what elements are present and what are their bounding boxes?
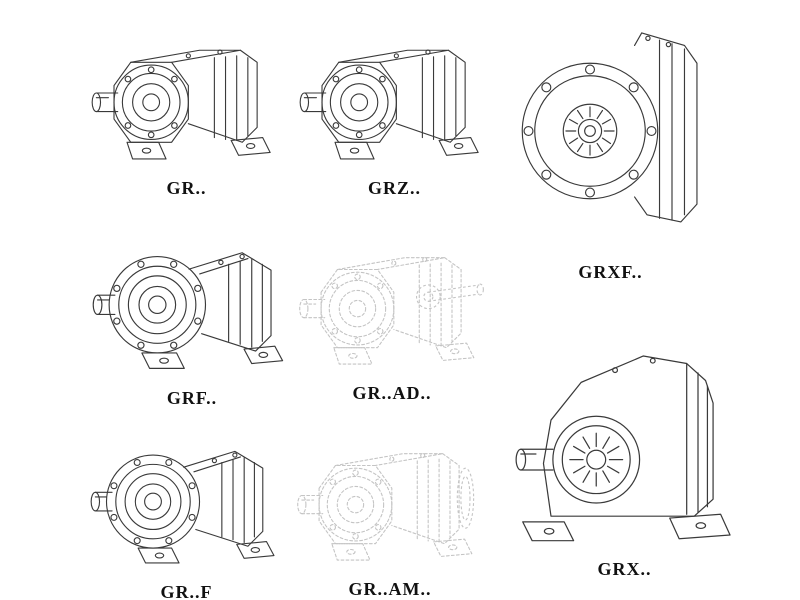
figure-grxf: GRXF.. — [508, 6, 713, 283]
product-label-gram: GR..AM.. — [348, 579, 432, 599]
figure-grx: GRX.. — [502, 322, 747, 580]
figure-grf: GRF.. — [86, 216, 298, 409]
gearbox-drawing-grz — [292, 14, 497, 172]
figure-gr: GR.. — [84, 14, 289, 199]
input-adapter-shaft — [416, 283, 484, 310]
figure-gram: GR..AM.. — [290, 418, 490, 600]
gearbox-drawing-grxf — [508, 6, 713, 256]
product-label-grf: GRF.. — [166, 388, 218, 408]
product-label-grff: GR..F — [160, 582, 213, 600]
product-label-grz: GRZ.. — [367, 178, 421, 198]
gearbox-drawing-grad — [292, 222, 484, 377]
gearbox-drawing-grx — [502, 322, 747, 553]
gearbox-drawing-gram — [290, 418, 475, 573]
motor-adapter-flange — [456, 467, 475, 529]
figure-grff: GR..F — [84, 416, 289, 600]
product-label-grad: GR..AD.. — [352, 383, 432, 403]
gearbox-drawing-grf — [86, 216, 298, 382]
figure-grz: GRZ.. — [292, 14, 497, 199]
gearbox-drawing-gr — [84, 14, 289, 172]
figure-grad: GR..AD.. — [292, 222, 492, 404]
product-label-grx: GRX.. — [597, 559, 652, 579]
gearbox-drawing-grff — [84, 416, 289, 576]
product-label-grxf: GRXF.. — [578, 262, 643, 282]
product-label-gr: GR.. — [166, 178, 207, 198]
